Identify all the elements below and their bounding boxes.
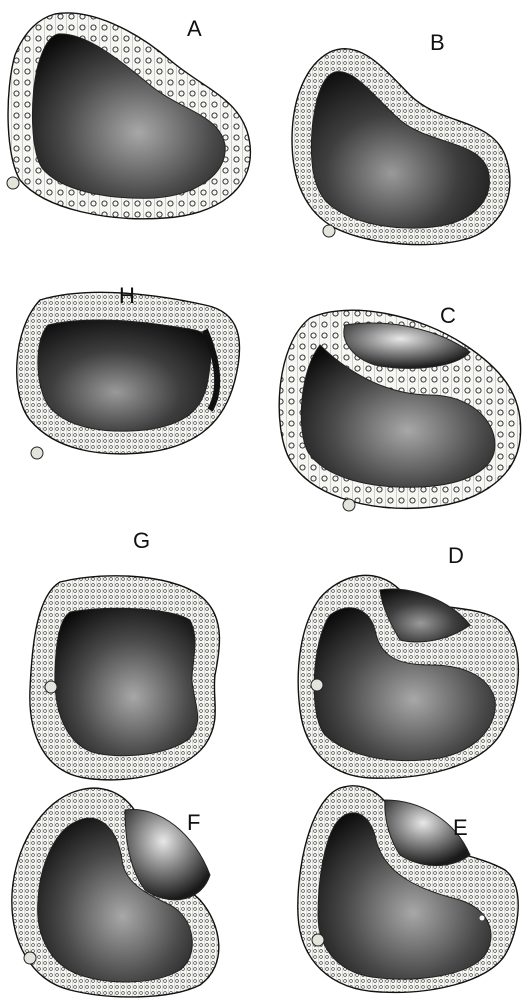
panel-a: A — [7, 13, 250, 219]
panel-h: H — [17, 283, 240, 459]
panel-c-polar-body — [343, 499, 355, 511]
panel-h-archenteron — [38, 320, 211, 431]
panel-h-polar-body — [31, 447, 43, 459]
panel-b: B — [292, 30, 510, 245]
panel-g-archenteron — [55, 608, 198, 755]
panel-e-white-spot — [480, 916, 485, 921]
panel-f-label: F — [187, 810, 200, 835]
panel-e-label: E — [453, 815, 468, 840]
panel-b-label: B — [430, 30, 445, 55]
panel-d: D — [298, 543, 518, 778]
panel-a-label: A — [187, 16, 202, 41]
panel-b-polar-body — [323, 225, 335, 237]
panel-d-label: D — [448, 543, 464, 568]
panel-g-label: G — [133, 528, 150, 553]
panel-c-label: C — [440, 303, 456, 328]
panel-f: F — [12, 788, 219, 997]
panel-g: G — [30, 528, 220, 780]
panel-c: C — [279, 303, 520, 511]
panel-f-polar-body — [24, 952, 36, 964]
panel-e: E — [298, 786, 518, 993]
panel-h-label: H — [119, 283, 135, 308]
panel-d-polar-body — [311, 679, 323, 691]
panel-e-polar-body — [312, 934, 324, 946]
panel-g-polar-body — [45, 681, 57, 693]
panel-a-polar-body — [7, 177, 19, 189]
